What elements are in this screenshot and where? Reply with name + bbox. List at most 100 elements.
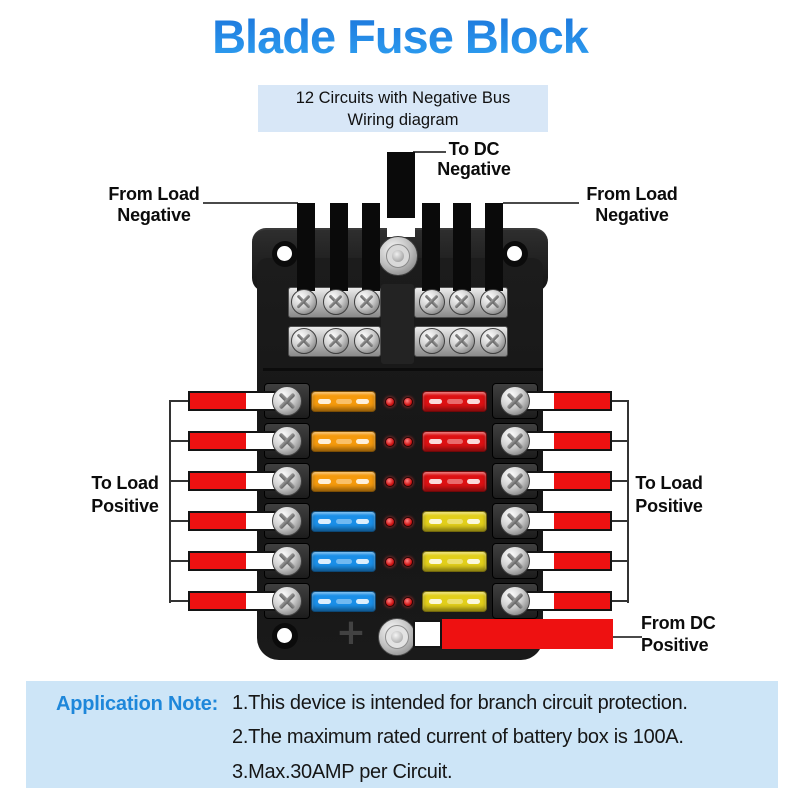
- blade-fuse: [311, 551, 376, 572]
- bus-screw: [354, 289, 380, 315]
- load-negative-wire: [297, 203, 315, 291]
- bracket-stub: [612, 560, 627, 562]
- positive-stud-terminal: [378, 618, 416, 656]
- bracket-stub: [171, 600, 188, 602]
- led-indicator: [385, 437, 395, 447]
- subtitle-box: 12 Circuits with Negative Bus Wiring dia…: [258, 85, 548, 132]
- application-note-items: 1.This device is intended for branch cir…: [232, 686, 772, 789]
- bracket-left: [169, 400, 171, 603]
- dc-positive-wire: [442, 619, 613, 649]
- blade-fuse: [422, 551, 487, 572]
- led-indicator: [385, 477, 395, 487]
- terminal-screw: [272, 426, 302, 456]
- led-indicator: [403, 397, 413, 407]
- panel-edge: [263, 368, 543, 371]
- bus-screw: [449, 289, 475, 315]
- label-from-dc-positive: From DC Positive: [641, 613, 716, 655]
- terminal-screw: [500, 586, 530, 616]
- label-to-dc-negative: To DC Negative: [437, 139, 511, 179]
- mounting-hole-top-left-inner: [277, 246, 292, 261]
- pointer-line-to-dc-negative: [413, 151, 446, 153]
- positive-marking: +: [335, 612, 367, 653]
- bus-screw: [291, 328, 317, 354]
- bus-screw: [419, 328, 445, 354]
- blade-fuse: [422, 391, 487, 412]
- led-indicator: [403, 557, 413, 567]
- terminal-screw: [500, 426, 530, 456]
- terminal-screw: [500, 466, 530, 496]
- label-to-load-positive-left: To Load Positive: [91, 473, 159, 516]
- led-indicator: [403, 477, 413, 487]
- led-indicator: [385, 597, 395, 607]
- blade-fuse: [311, 471, 376, 492]
- application-note-panel: Application Note: 1.This device is inten…: [26, 681, 778, 788]
- blade-fuse: [311, 511, 376, 532]
- bracket-stub: [612, 480, 627, 482]
- mounting-hole-top-right-inner: [507, 246, 522, 261]
- bus-screw: [449, 328, 475, 354]
- bracket-stub: [171, 480, 188, 482]
- bracket-stub: [171, 440, 188, 442]
- mounting-hole-bottom-inner: [277, 628, 292, 643]
- terminal-screw: [500, 506, 530, 536]
- bus-screw: [419, 289, 445, 315]
- terminal-screw: [272, 586, 302, 616]
- bus-screw: [354, 328, 380, 354]
- dc-negative-wire-tip: [387, 218, 415, 237]
- terminal-screw: [272, 546, 302, 576]
- bus-divider: [381, 284, 414, 364]
- bus-screw: [291, 289, 317, 315]
- bus-screw: [480, 328, 506, 354]
- terminal-screw: [272, 386, 302, 416]
- application-note-item: 1.This device is intended for branch cir…: [232, 692, 688, 714]
- bus-screw: [323, 328, 349, 354]
- terminal-screw: [272, 506, 302, 536]
- positive-stud-tip: [391, 631, 403, 643]
- load-negative-wire: [422, 203, 440, 291]
- terminal-screw: [500, 386, 530, 416]
- bracket-stub: [612, 400, 627, 402]
- led-indicator: [385, 557, 395, 567]
- blade-fuse: [311, 391, 376, 412]
- blade-fuse: [422, 431, 487, 452]
- load-negative-wire: [485, 203, 503, 291]
- bus-screw: [323, 289, 349, 315]
- label-from-load-negative-left: From Load Negative: [108, 184, 200, 225]
- blade-fuse: [311, 591, 376, 612]
- led-indicator: [403, 517, 413, 527]
- bracket-stub: [171, 400, 188, 402]
- blade-fuse: [311, 431, 376, 452]
- positive-stud-cap: [385, 625, 409, 649]
- application-note-item: 2.The maximum rated current of battery b…: [232, 726, 684, 749]
- bracket-stub: [171, 520, 188, 522]
- label-from-load-negative-right: From Load Negative: [586, 184, 678, 225]
- application-note-heading: Application Note:: [56, 693, 219, 715]
- subtitle-line1: 12 Circuits with Negative Bus: [295, 89, 511, 107]
- load-negative-wire: [453, 203, 471, 291]
- dc-positive-wire-tip: [413, 620, 442, 648]
- led-indicator: [403, 597, 413, 607]
- negative-stud-tip: [392, 250, 404, 262]
- bracket-right: [627, 400, 629, 603]
- page-title: Blade Fuse Block: [0, 10, 800, 64]
- pointer-line-from-load-negative-left: [203, 202, 298, 204]
- dc-negative-wire: [387, 152, 415, 218]
- led-indicator: [385, 397, 395, 407]
- application-note-item: 3.Max.30AMP per Circuit.: [232, 760, 453, 783]
- bracket-stub: [171, 560, 188, 562]
- terminal-screw: [272, 466, 302, 496]
- blade-fuse: [422, 471, 487, 492]
- blade-fuse: [422, 591, 487, 612]
- bracket-stub: [612, 440, 627, 442]
- bracket-stub: [612, 600, 627, 602]
- led-indicator: [403, 437, 413, 447]
- pointer-line-from-dc-positive: [613, 636, 642, 638]
- led-indicator: [385, 517, 395, 527]
- pointer-line-from-load-negative-right: [503, 202, 579, 204]
- blade-fuse: [422, 511, 487, 532]
- bracket-stub: [612, 520, 627, 522]
- bus-screw: [480, 289, 506, 315]
- label-to-load-positive-right: To Load Positive: [635, 473, 703, 516]
- load-negative-wire: [362, 203, 380, 291]
